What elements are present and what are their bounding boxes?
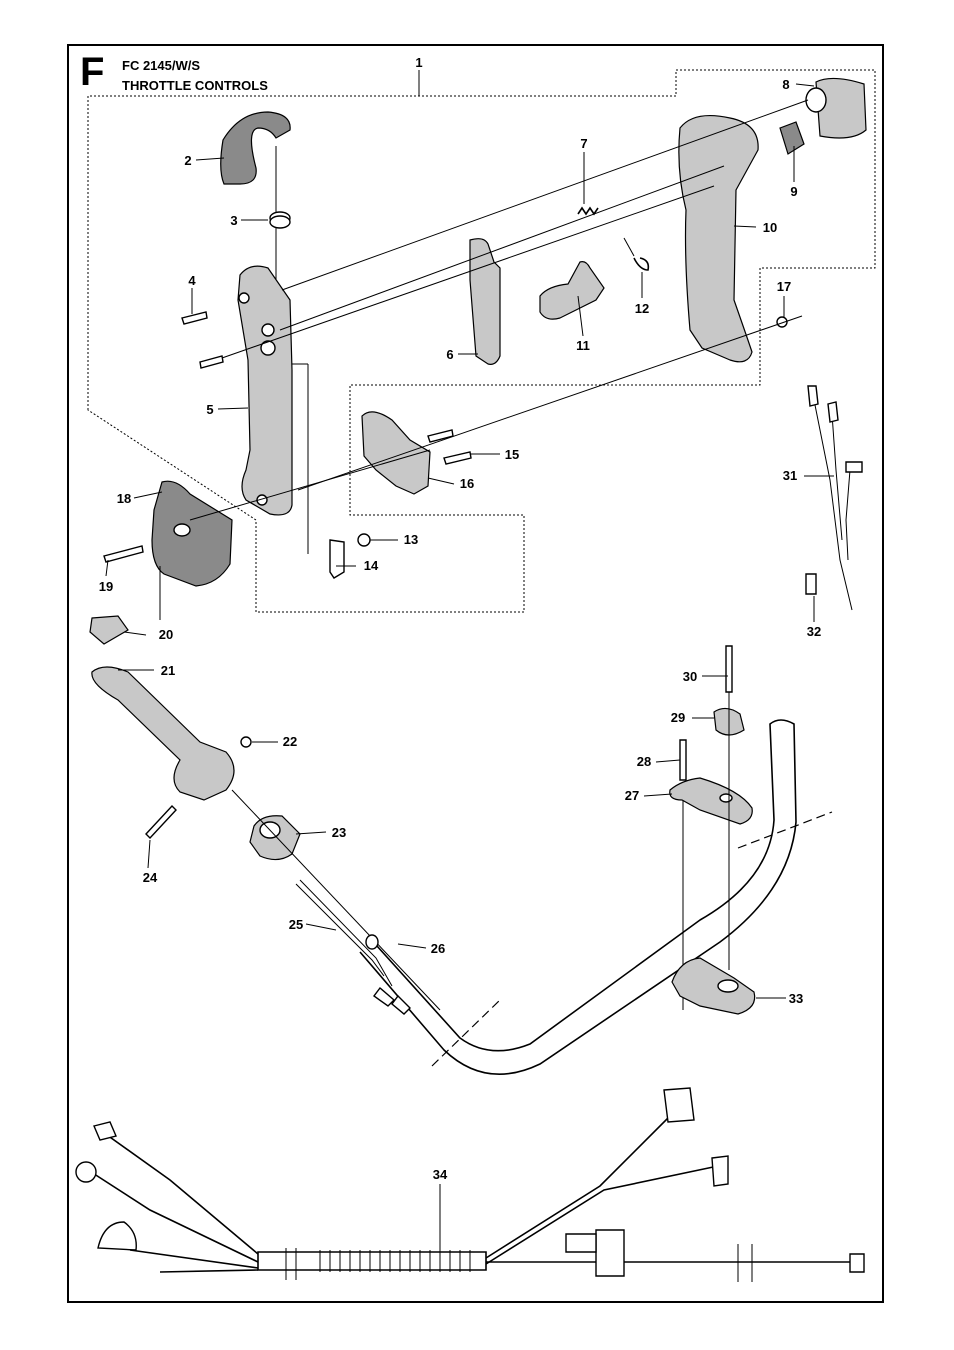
switch-part-9: [779, 121, 805, 155]
callout-22: 22: [283, 734, 297, 749]
callout-8: 8: [782, 77, 789, 92]
callout-7: 7: [580, 136, 587, 151]
callout-29: 29: [671, 710, 685, 725]
callout-3: 3: [230, 213, 237, 228]
callout-26: 26: [431, 941, 445, 956]
diagram-title: THROTTLE CONTROLS: [122, 78, 268, 93]
callout-31: 31: [783, 468, 797, 483]
cover-part-18: [151, 480, 233, 587]
callout-32: 32: [807, 624, 821, 639]
callout-27: 27: [625, 788, 639, 803]
wiring-harness-part-34: [75, 1087, 865, 1282]
callout-6: 6: [446, 347, 453, 362]
callout-2: 2: [184, 153, 191, 168]
callout-19: 19: [99, 579, 113, 594]
callout-30: 30: [683, 669, 697, 684]
callout-33: 33: [789, 991, 803, 1006]
trigger-part-6: [469, 238, 501, 365]
callout-20: 20: [159, 627, 173, 642]
handle-body-part-5: [237, 265, 293, 516]
callout-14: 14: [364, 558, 379, 573]
callout-24: 24: [143, 870, 158, 885]
throttle-handle-assembly: [89, 77, 867, 645]
callout-18: 18: [117, 491, 131, 506]
callout-23: 23: [332, 825, 346, 840]
footrest-part-27: [669, 777, 753, 825]
callout-13: 13: [404, 532, 418, 547]
callout-25: 25: [289, 917, 303, 932]
callout-16: 16: [460, 476, 474, 491]
callout-labels: 1 2 3 4 5 6 7 8 9 10 11 12 17 13 14 15 1…: [99, 55, 821, 1182]
callout-34: 34: [433, 1167, 448, 1182]
handle-tube-assembly: [91, 385, 863, 1075]
callout-5: 5: [206, 402, 213, 417]
handle-tube: [359, 719, 797, 1075]
footrest-part-33: [671, 957, 756, 1015]
callout-12: 12: [635, 301, 649, 316]
knob-part-8: [815, 77, 867, 139]
callout-28: 28: [637, 754, 651, 769]
callout-4: 4: [188, 273, 196, 288]
housing-part-10: [678, 115, 759, 363]
callout-1: 1: [415, 55, 422, 70]
callout-15: 15: [505, 447, 519, 462]
assembly-outline-1: [87, 69, 876, 613]
grip-part-21: [91, 666, 235, 801]
section-letter: F: [80, 50, 105, 94]
callout-17: 17: [777, 279, 791, 294]
callout-10: 10: [763, 220, 777, 235]
model-number: FC 2145/W/S: [122, 58, 201, 73]
callout-leaders: [105, 83, 834, 1250]
lever-part-2: [220, 111, 291, 185]
lock-lever-part-11: [539, 261, 605, 320]
bracket-part-16: [361, 411, 431, 495]
assembly-axes: [159, 99, 809, 620]
callout-21: 21: [161, 663, 175, 678]
callout-11: 11: [576, 338, 590, 353]
diagram-frame: [67, 44, 884, 1303]
callout-9: 9: [790, 184, 797, 199]
switch-part-20: [89, 615, 129, 645]
